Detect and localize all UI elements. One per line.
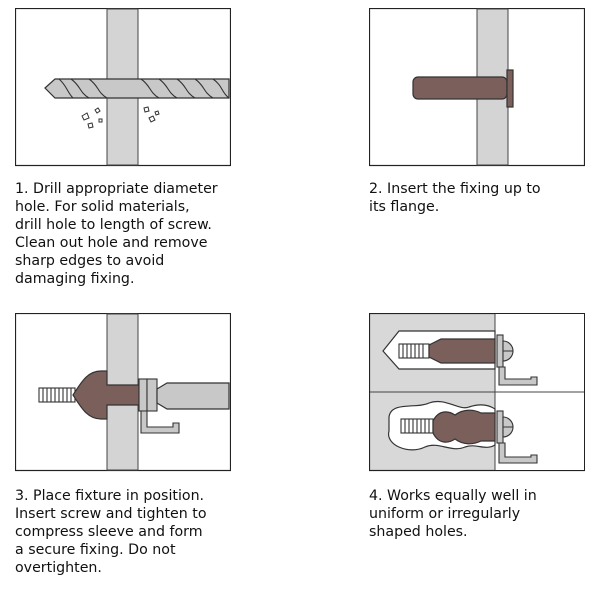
step-3-illustration [15,313,231,472]
step-3-instructions: 3. Place fixture in position. Insert scr… [15,488,207,576]
screw-thread-icon [38,387,76,403]
fixing-sleeve-icon [428,338,496,364]
step-4-instructions: 4. Works equally well in uniform or irre… [369,488,537,540]
bracket-fixture-icon [496,334,538,386]
screw-thread-icon [400,418,434,434]
bracket-fixture-icon [496,410,538,464]
screw-thread-icon [398,343,430,359]
step-2-instructions: 2. Insert the fixing up to its flange. [369,181,541,215]
step-2-illustration [369,8,585,167]
step-4-illustration [369,313,585,472]
step-1-illustration [15,8,231,167]
expanded-sleeve-icon [432,409,496,445]
debris-icon [81,106,160,129]
uniform-hole-example [382,330,538,386]
fixing-sleeve-icon [412,69,514,108]
drill-bit-icon [44,78,230,99]
irregular-hole-example [388,401,538,464]
step-1-instructions: 1. Drill appropriate diameter hole. For … [15,181,218,287]
screwdriver-icon [146,378,230,412]
